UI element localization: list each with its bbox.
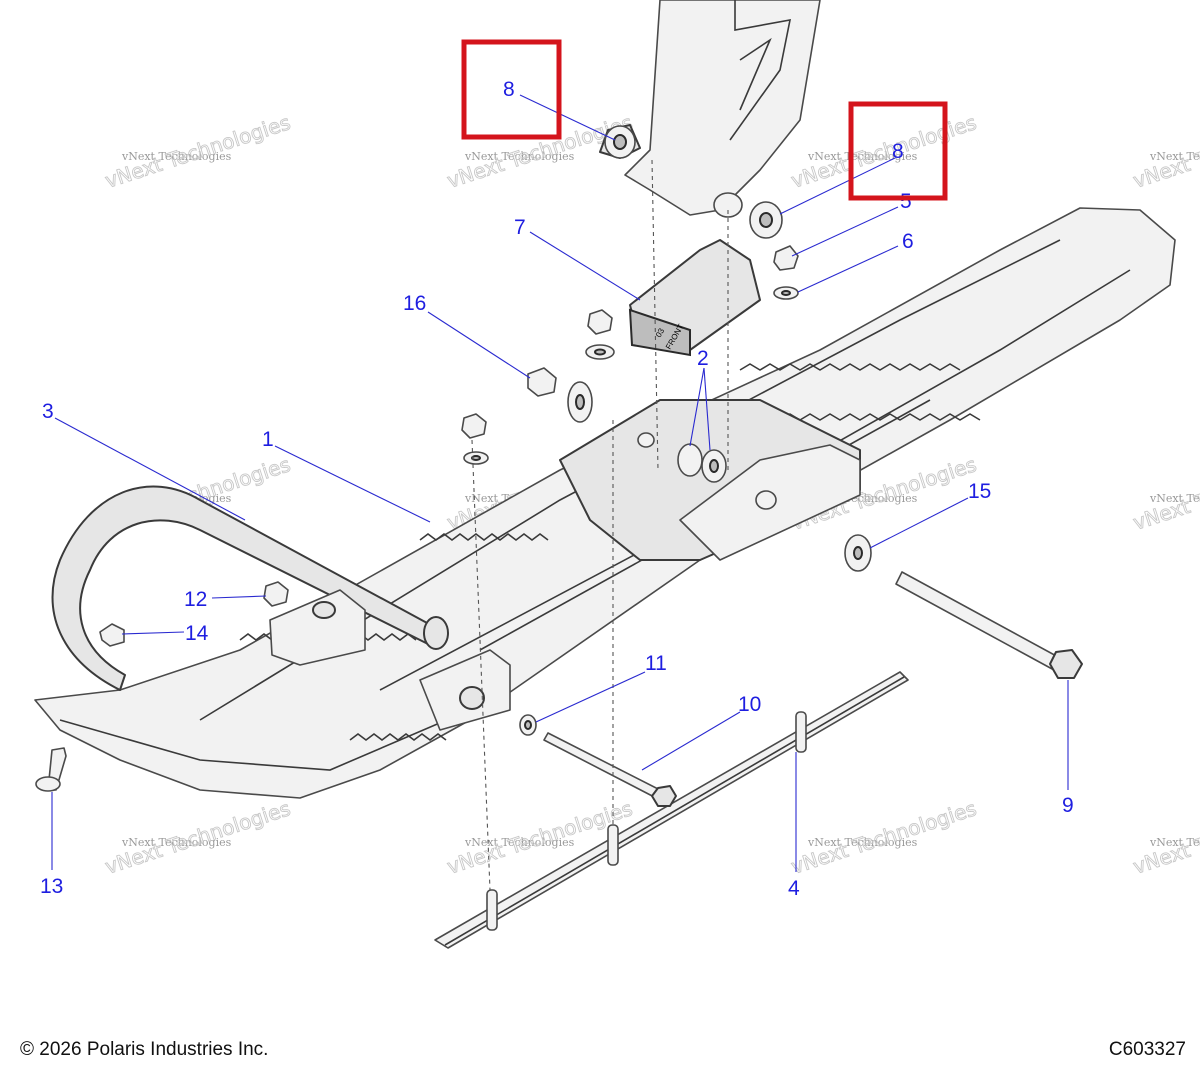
callouts: 8 8 5 6 7 16 2 3 1 15 12 14 11 10 9 4 13 bbox=[40, 78, 1074, 900]
watermark-text: vNext Technologies bbox=[121, 836, 232, 849]
washer-upper bbox=[585, 344, 615, 360]
callout-7[interactable]: 7 bbox=[514, 216, 526, 239]
callout-3[interactable]: 3 bbox=[42, 400, 54, 423]
diagram-id-text: C603327 bbox=[1108, 1039, 1186, 1060]
bolt-9 bbox=[895, 571, 1083, 679]
watermark-text: vNext Technologies bbox=[1149, 492, 1200, 505]
watermark-text: vNext Technologies bbox=[1149, 836, 1200, 849]
nut-5 bbox=[773, 245, 799, 271]
callout-6[interactable]: 6 bbox=[902, 230, 914, 253]
callout-4[interactable]: 4 bbox=[788, 877, 800, 900]
callout-5[interactable]: 5 bbox=[900, 190, 912, 213]
callout-8[interactable]: 8 bbox=[503, 78, 515, 101]
callout-14[interactable]: 14 bbox=[185, 622, 209, 645]
highlight-box-8b bbox=[848, 101, 948, 201]
watermark-text: vNext Technologies bbox=[464, 150, 575, 163]
pivot-block: 03 FRONT bbox=[628, 239, 761, 357]
nut-16 bbox=[527, 367, 557, 397]
bushing-8a bbox=[599, 124, 641, 159]
nut-side bbox=[461, 413, 487, 439]
bushing-2 bbox=[677, 443, 727, 483]
callout-16[interactable]: 16 bbox=[403, 292, 426, 315]
callout-8[interactable]: 8 bbox=[892, 140, 904, 163]
watermark-text: vNext Technologies bbox=[807, 836, 918, 849]
spindle-strut bbox=[624, 0, 821, 218]
callout-12[interactable]: 12 bbox=[184, 588, 207, 611]
rear-mount-block bbox=[419, 649, 511, 731]
bushing-8b bbox=[749, 201, 783, 239]
callout-15[interactable]: 15 bbox=[968, 480, 991, 503]
callout-9[interactable]: 9 bbox=[1062, 794, 1074, 817]
washer-16 bbox=[567, 381, 593, 423]
callout-13[interactable]: 13 bbox=[40, 875, 63, 898]
leader-lines bbox=[51, 94, 1069, 872]
callout-10[interactable]: 10 bbox=[738, 693, 761, 716]
nut-12 bbox=[263, 581, 289, 607]
watermark-text: vNext Technologies bbox=[807, 150, 918, 163]
watermark-text: vNext Technologies bbox=[464, 836, 575, 849]
nut-upper bbox=[587, 309, 613, 335]
copyright-text: © 2026 Polaris Industries Inc. bbox=[20, 1039, 269, 1060]
handle-bracket bbox=[269, 589, 366, 666]
highlight-box-8a bbox=[461, 39, 562, 140]
nut-14 bbox=[99, 623, 125, 647]
highlight-boxes bbox=[461, 39, 948, 201]
carriage-bolt-13 bbox=[35, 747, 67, 792]
watermark-text: vNext Technologies bbox=[121, 150, 232, 163]
washer-15 bbox=[844, 534, 872, 572]
callout-2[interactable]: 2 bbox=[697, 347, 709, 370]
carbide-runner bbox=[434, 671, 909, 949]
assembly-lines bbox=[471, 159, 729, 891]
washer-11 bbox=[519, 714, 537, 736]
watermark-text: vNext Technologies bbox=[1149, 150, 1200, 163]
washer-side bbox=[463, 451, 489, 465]
callout-11[interactable]: 11 bbox=[645, 652, 667, 675]
callout-1[interactable]: 1 bbox=[262, 428, 274, 451]
washer-6 bbox=[773, 286, 799, 300]
bolt-10 bbox=[543, 732, 677, 807]
ski-loop-handle bbox=[51, 485, 449, 691]
